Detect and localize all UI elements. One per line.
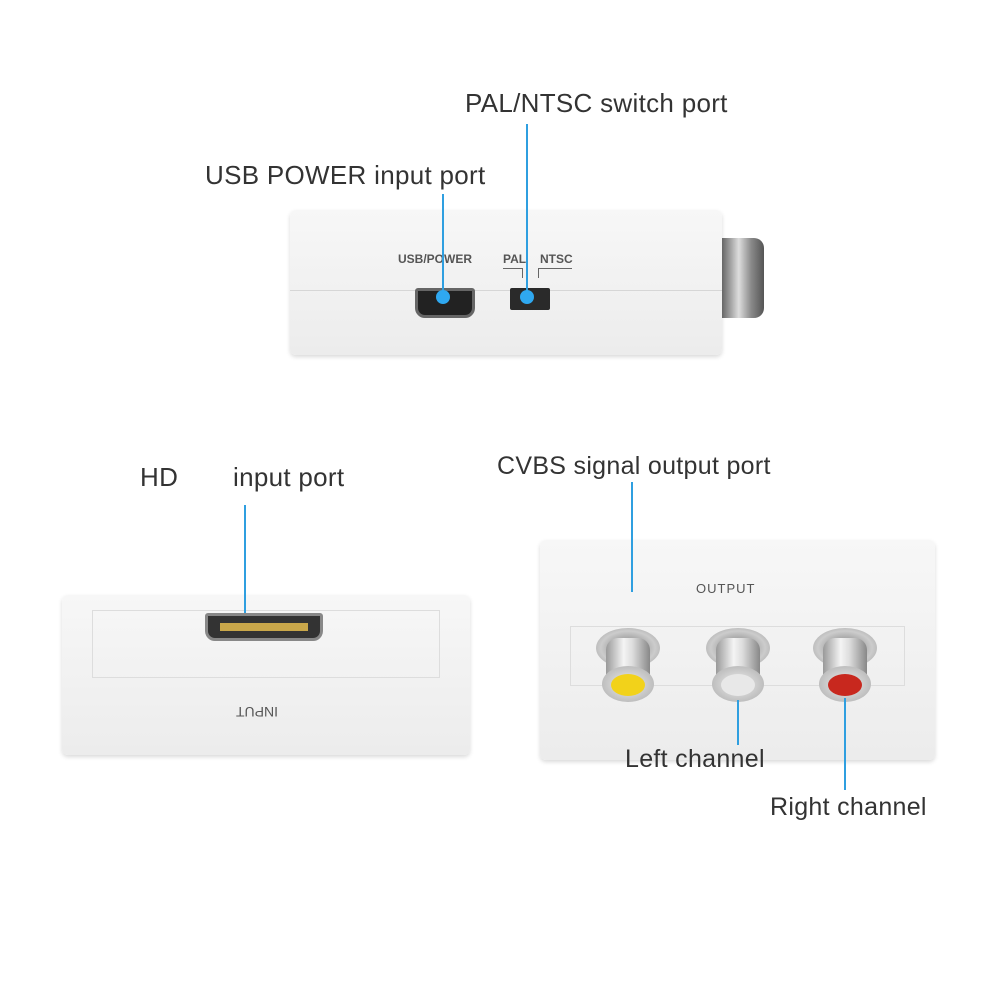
ntsc-bracket <box>538 268 572 278</box>
left-channel-label: Left channel <box>625 745 765 773</box>
output-marking: OUTPUT <box>696 581 756 596</box>
right-channel-callout-line <box>844 698 846 790</box>
cvbs-output-port-label: CVBS signal output port <box>497 452 771 480</box>
rca-jack-side <box>722 238 764 318</box>
pal-ntsc-callout-line <box>526 124 528 296</box>
red-right-audio-jack <box>813 628 877 704</box>
usb-power-marking: USB/POWER <box>398 252 473 266</box>
seam-line <box>290 290 722 291</box>
usb-callout-dot <box>436 290 450 304</box>
hd-label: HD <box>140 462 179 492</box>
pal-ntsc-switch-port-label: PAL/NTSC switch port <box>465 88 728 118</box>
pal-marking: PAL <box>503 252 527 266</box>
pal-bracket <box>503 268 523 278</box>
cvbs-callout-line <box>631 482 633 592</box>
converter-side-view <box>290 210 722 355</box>
white-left-audio-jack <box>706 628 770 704</box>
yellow-video-jack <box>596 628 660 704</box>
input-marking: INPUT <box>236 704 278 720</box>
input-panel-recess <box>92 610 440 678</box>
hdmi-port <box>205 613 323 641</box>
left-channel-callout-line <box>737 700 739 745</box>
input-port-label: input port <box>233 462 345 492</box>
usb-callout-line <box>442 194 444 296</box>
hdmi-callout-line <box>244 505 246 613</box>
ntsc-marking: NTSC <box>540 252 573 266</box>
pal-ntsc-callout-dot <box>520 290 534 304</box>
right-channel-label: Right channel <box>770 793 927 821</box>
usb-power-input-port-label: USB POWER input port <box>205 160 486 190</box>
